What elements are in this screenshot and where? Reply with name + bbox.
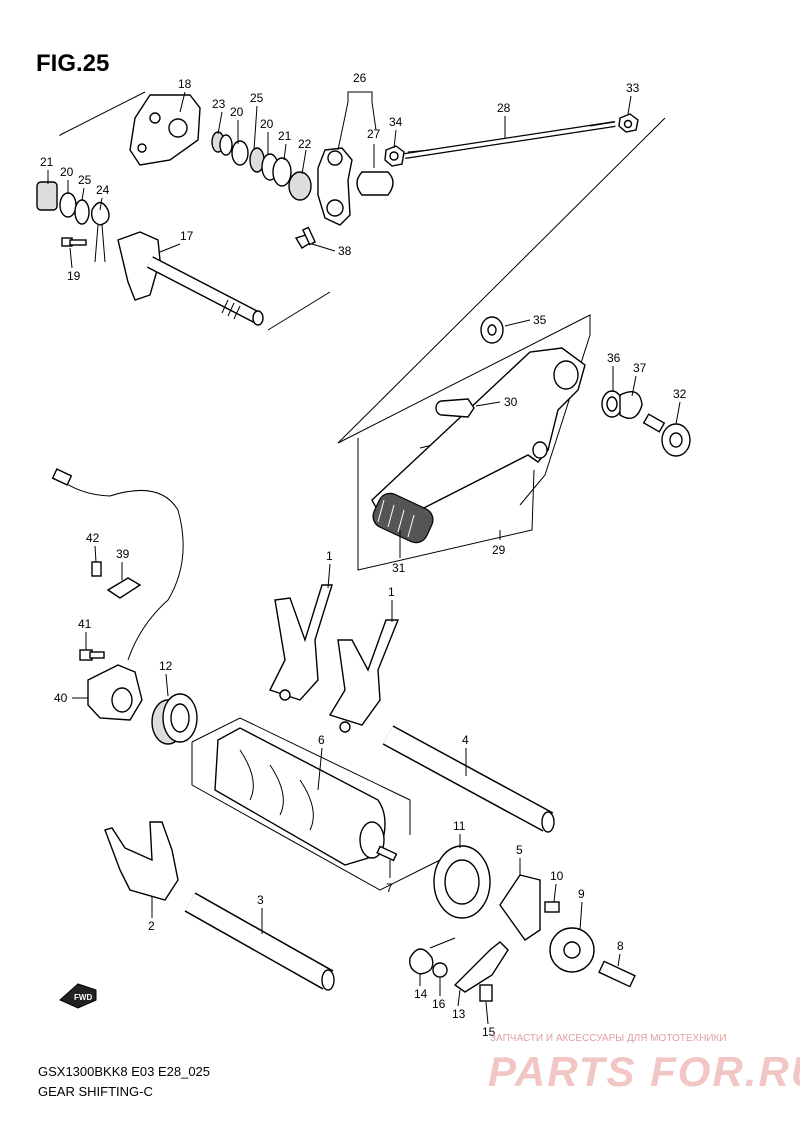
callout-21-upper: 21 (278, 129, 292, 143)
callout-17: 17 (180, 229, 194, 243)
bolt-32 (642, 413, 691, 457)
stopper-arm-13 (453, 941, 509, 993)
callout-19: 19 (67, 269, 81, 283)
shift-fork-1-left (269, 584, 333, 701)
callout-29: 29 (492, 543, 506, 557)
shift-pedal-29 (371, 347, 586, 516)
fork-shaft-3 (184, 892, 335, 991)
shift-fork-2 (104, 821, 179, 901)
fwd-label: FWD (74, 993, 92, 1002)
callout-31: 31 (392, 561, 406, 575)
callout-36: 36 (607, 351, 621, 365)
callout-6: 6 (318, 733, 325, 747)
watermark-text: ЗАПЧАСТИ И АКСЕССУАРЫ ДЛЯ МОТОТЕХНИКИ (490, 1033, 727, 1044)
washer-16 (432, 962, 448, 978)
callout-39: 39 (116, 547, 130, 561)
callout-2: 2 (148, 919, 155, 933)
forward-arrow-icon: FWD (59, 983, 97, 1009)
callout-4: 4 (462, 733, 469, 747)
callout-1-left: 1 (326, 549, 333, 563)
callout-25-lower: 25 (78, 173, 92, 187)
callout-18: 18 (178, 77, 192, 91)
callout-24: 24 (96, 183, 110, 197)
callout-20-upper-b: 20 (260, 117, 274, 131)
washer-36 (601, 390, 623, 418)
callout-35: 35 (533, 313, 547, 327)
callout-10: 10 (550, 869, 564, 883)
pin-7 (376, 845, 398, 862)
shift-fork-1-right (328, 619, 400, 733)
shift-cam-9 (549, 927, 595, 973)
gear-position-sensor-40 (51, 468, 184, 721)
stopper-plate-5 (499, 874, 541, 941)
tie-rod-28 (404, 121, 616, 159)
model-code: GSX1300BKK8 E03 E28_025 (38, 1064, 211, 1079)
callout-15: 15 (482, 1025, 496, 1039)
callout-25-upper: 25 (250, 91, 264, 105)
callout-22: 22 (298, 137, 312, 151)
shift-drum-frame (191, 717, 441, 891)
spring-14 (409, 937, 456, 975)
shift-shaft-17 (117, 231, 264, 326)
watermark-logo: PARTS FOR.RU (488, 1048, 800, 1095)
callout-20-lower: 20 (60, 165, 74, 179)
callout-13: 13 (452, 1007, 466, 1021)
bolt-10 (544, 901, 560, 913)
callout-40: 40 (54, 691, 68, 705)
subtitle: GEAR SHIFTING-C (38, 1084, 153, 1099)
shift-arm-26 (317, 147, 353, 226)
callout-32: 32 (673, 387, 687, 401)
fork-shaft-4 (382, 725, 555, 833)
bearing-11 (433, 845, 491, 919)
bolt-15 (479, 984, 493, 1002)
callout-12: 12 (159, 659, 173, 673)
callout-26: 26 (353, 71, 367, 85)
bolt-41 (79, 649, 105, 661)
callout-30: 30 (504, 395, 518, 409)
callout-41: 41 (78, 617, 92, 631)
bolt-38 (294, 226, 317, 249)
shift-plate-18 (129, 94, 201, 166)
callout-11: 11 (453, 819, 466, 833)
callout-5: 5 (516, 843, 523, 857)
callout-42: 42 (86, 531, 100, 545)
pin-30 (435, 398, 475, 418)
bolt-42 (91, 561, 102, 577)
figure-title: FIG.25 (36, 50, 110, 77)
callout-37: 37 (633, 361, 647, 375)
callout-3: 3 (257, 893, 264, 907)
bolt-19 (61, 237, 87, 247)
callout-14: 14 (414, 987, 428, 1001)
shift-shaft-group-frame (59, 91, 331, 331)
cap-27 (356, 171, 394, 196)
callout-1-right: 1 (388, 585, 395, 599)
callout-33: 33 (626, 81, 640, 95)
nut-33 (618, 113, 639, 133)
callouts: 18 23 20 25 20 21 22 26 27 34 28 33 21 2… (40, 71, 687, 1039)
pedal-rubber-31 (372, 492, 434, 544)
callout-16: 16 (432, 997, 446, 1011)
pin-8 (598, 960, 636, 988)
callout-27: 27 (367, 127, 381, 141)
callout-28: 28 (497, 101, 511, 115)
nut-34 (384, 145, 405, 167)
callout-9: 9 (578, 887, 585, 901)
callout-23: 23 (212, 97, 226, 111)
clamp-39 (106, 577, 142, 599)
upper-spring-stack (211, 131, 312, 201)
callout-38: 38 (338, 244, 352, 258)
bearing-12 (151, 693, 198, 745)
callout-34: 34 (389, 115, 403, 129)
washer-35 (480, 316, 504, 344)
seal-37 (619, 391, 643, 419)
shift-cam-drum-6 (214, 727, 386, 866)
callout-8: 8 (617, 939, 624, 953)
callout-21-lower: 21 (40, 155, 54, 169)
callout-20-upper-a: 20 (230, 105, 244, 119)
callout-7: 7 (386, 881, 393, 895)
